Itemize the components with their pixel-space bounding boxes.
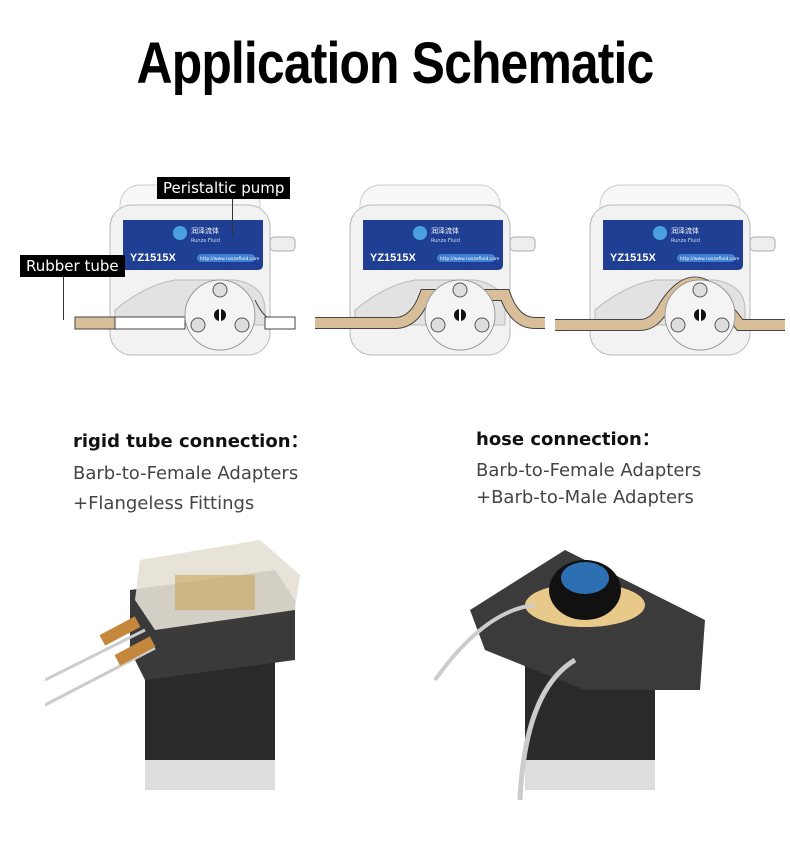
pump-diagram-2: 润泽流体 Runze Fluid YZ1515X http://www.runz… (305, 175, 550, 365)
pump-diagram-1: 润泽流体 Runze Fluid YZ1515X http://www.runz… (65, 175, 305, 365)
pump-callout-leader (232, 196, 233, 236)
rigid-pump-photo (45, 540, 300, 790)
svg-text:http://www.runzefluid.com: http://www.runzefluid.com (440, 256, 499, 262)
pump-svg: 润泽流体 Runze Fluid YZ1515X http://www.runz… (555, 184, 790, 356)
peristaltic-pump-callout: Peristaltic pump (157, 177, 291, 199)
hose-line-1: Barb-to-Female Adapters (476, 460, 702, 481)
pump-diagram-3: 润泽流体 Runze Fluid YZ1515X http://www.runz… (545, 175, 790, 365)
tube-section (74, 316, 116, 330)
svg-text:http://www.runzefluid.com: http://www.runzefluid.com (680, 256, 739, 262)
svg-text:润泽流体: 润泽流体 (191, 226, 219, 235)
svg-text:Runze Fluid: Runze Fluid (671, 238, 700, 244)
rigid-connection-heading: rigid tube connection： (73, 431, 309, 452)
hose-connection-heading: hose connection： (476, 429, 660, 450)
pump-svg: 润泽流体 Runze Fluid YZ1515X http://www.runz… (74, 184, 296, 356)
page-title: Application Schematic (136, 31, 655, 96)
svg-text:润泽流体: 润泽流体 (431, 226, 459, 235)
svg-text:Runze Fluid: Runze Fluid (431, 238, 460, 244)
rigid-line-2: +Flangeless Fittings (73, 493, 255, 514)
hose-line-2: +Barb-to-Male Adapters (476, 487, 694, 508)
rigid-connection-text: rigid tube connection： Barb-to-Female Ad… (73, 427, 309, 519)
tube-callout-leader (63, 275, 64, 320)
pump-svg: 润泽流体 Runze Fluid YZ1515X http://www.runz… (315, 184, 550, 356)
svg-text:YZ1515X: YZ1515X (130, 252, 177, 264)
svg-text:YZ1515X: YZ1515X (610, 252, 657, 264)
svg-text:润泽流体: 润泽流体 (671, 226, 699, 235)
hose-connection-text: hose connection： Barb-to-Female Adapters… (476, 425, 701, 511)
rigid-line-1: Barb-to-Female Adapters (73, 463, 299, 484)
svg-text:http://www.runzefluid.com: http://www.runzefluid.com (200, 256, 259, 262)
svg-text:YZ1515X: YZ1515X (370, 252, 417, 264)
rubber-tube-callout: Rubber tube (20, 255, 125, 277)
hose-pump-photo (433, 550, 705, 801)
svg-text:Runze Fluid: Runze Fluid (191, 238, 220, 244)
